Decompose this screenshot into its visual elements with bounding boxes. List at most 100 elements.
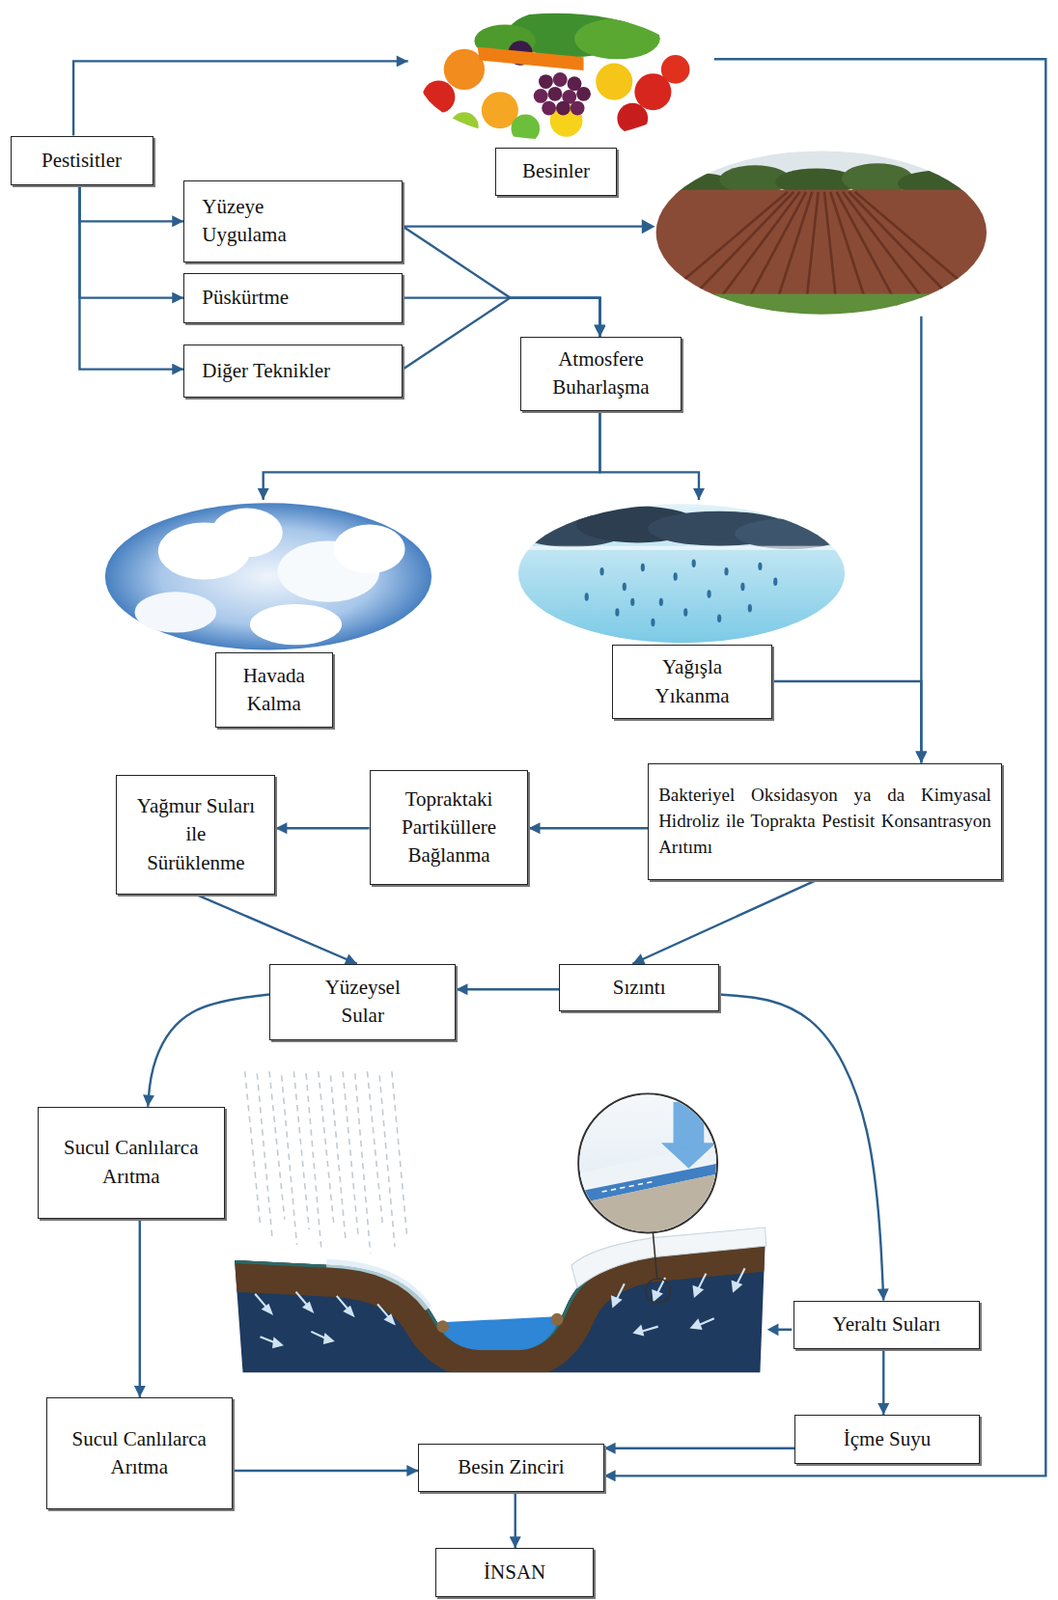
flow-arrow [402, 226, 600, 337]
node-label: Yüzeye Uygulama [201, 193, 314, 251]
soil-illustration-part [551, 1313, 564, 1327]
flow-arrow [402, 226, 921, 764]
rain-drops-part [630, 598, 635, 607]
cloud-picture-part [334, 525, 406, 575]
flow-arrow [147, 994, 270, 1107]
rain-drops-part [673, 572, 678, 581]
node-label: Yağışla Yıkanma [612, 644, 773, 720]
flow-arrows-part [386, 1315, 394, 1324]
soil-illustration-part [234, 1240, 766, 1373]
picture-node: Besinler [408, 12, 715, 199]
rain-picture [515, 503, 853, 643]
node-label: İNSAN [483, 1559, 546, 1587]
flow-arrow [599, 411, 699, 501]
flow-arrows-part [634, 1327, 642, 1336]
flow-arrows-part [263, 1305, 272, 1313]
rain-drops-part [599, 567, 604, 576]
flow-arrows-part [736, 1268, 745, 1285]
food-picture-part [444, 49, 485, 90]
soil-illustration-part [777, 1329, 792, 1333]
node-label: Pestisitler [41, 146, 122, 175]
node-label: Havada Kalma [215, 652, 334, 727]
process-box: Yüzeysel Sular [269, 964, 456, 1041]
flow-arrows-part [640, 1327, 659, 1333]
food-picture-part [538, 74, 554, 89]
flow-arrow [79, 185, 184, 298]
rain-cloud-part [734, 518, 847, 550]
node-label: Besinler [495, 147, 618, 196]
rain-streaks-part [269, 1071, 285, 1220]
flow-arrows-part [344, 1308, 353, 1316]
node-label: Topraktaki Partiküllere Bağlanma [380, 785, 519, 871]
rain-drops-part [706, 589, 711, 598]
flow-arrow [604, 1447, 796, 1450]
field-picture-part [652, 190, 990, 297]
flow-arrows-part [697, 1274, 706, 1291]
cloud-picture-part [135, 591, 218, 633]
cloud-picture [105, 502, 432, 650]
soil-illustration-part [436, 1316, 561, 1351]
flow-arrow [455, 988, 559, 991]
flow-arrow [73, 60, 409, 136]
flow-arrows-part [377, 1304, 390, 1319]
soil-illustration-part [645, 1279, 670, 1304]
rain-drops-part [622, 583, 627, 591]
field-furrows-part [806, 192, 819, 307]
food-picture-part [595, 63, 633, 101]
field-furrows-part [848, 192, 959, 307]
rain-streaks-part [355, 1073, 371, 1253]
field-furrows [652, 192, 990, 307]
rain-cloud-part [515, 546, 853, 551]
rain-drops-part [748, 604, 752, 613]
rain-streaks-part [318, 1071, 335, 1223]
cloud-picture-part [250, 604, 342, 645]
process-box: Sızıntı [558, 964, 720, 1013]
soil-illustration-part [767, 1323, 780, 1337]
flow-arrow [275, 827, 369, 830]
node-label: Yüzeysel Sular [311, 974, 415, 1031]
process-box: Topraktaki Partiküllere Bağlanma [369, 770, 529, 886]
food-picture-part [548, 86, 563, 102]
rain-streaks-part [366, 1071, 383, 1226]
node-label: Yeraltı Suları [833, 1310, 942, 1339]
flow-arrows-part [324, 1335, 333, 1343]
rain-streaks-part [306, 1073, 322, 1251]
flow-arrow [263, 411, 601, 501]
field-furrows-part [745, 192, 807, 307]
rain-streaks-part [342, 1071, 359, 1235]
node-label: Besin Zinciri [457, 1453, 564, 1482]
cloud-picture-part [105, 502, 432, 650]
rain-streaks-part [256, 1073, 273, 1240]
field-furrows-part [714, 192, 801, 307]
process-box: Besin Zinciri [417, 1444, 604, 1494]
food-picture-part [511, 113, 541, 143]
food-picture-part [449, 111, 479, 141]
rain-drops-part [584, 592, 589, 601]
flow-arrows-part [612, 1297, 620, 1308]
magnified-view-part [576, 1173, 720, 1241]
rain-drops-part [692, 558, 697, 567]
node-label: Yağmur Suları ile Sürüklenme [135, 792, 258, 878]
rain-drops-part [740, 583, 745, 591]
field-furrows-part [842, 192, 929, 307]
node-label: Atmosfere Buharlaşma [530, 345, 671, 403]
rain-streaks-part [391, 1071, 408, 1237]
flow-arrows-part [732, 1281, 741, 1292]
flow-arrow [632, 880, 816, 965]
process-box: Yağmur Suları ile Sürüklenme [115, 775, 276, 895]
flow-arrow [772, 681, 921, 764]
field-furrows-part [830, 192, 867, 307]
process-box: Yüzeye Uygulama [183, 180, 403, 263]
soil-illustration-part [436, 1320, 449, 1334]
soil-illustration [234, 1071, 792, 1373]
food-picture-part [616, 103, 648, 135]
food-picture-part [576, 86, 591, 102]
picture-node: Yağışla Yıkanma [515, 500, 847, 722]
magnified-view [576, 1091, 720, 1240]
rain-streaks-part [293, 1071, 309, 1230]
rain-cloud [515, 505, 853, 550]
flow-arrow [232, 1470, 418, 1473]
flow-arrows-part [694, 1286, 702, 1297]
flow-arrows-part [692, 1320, 702, 1329]
